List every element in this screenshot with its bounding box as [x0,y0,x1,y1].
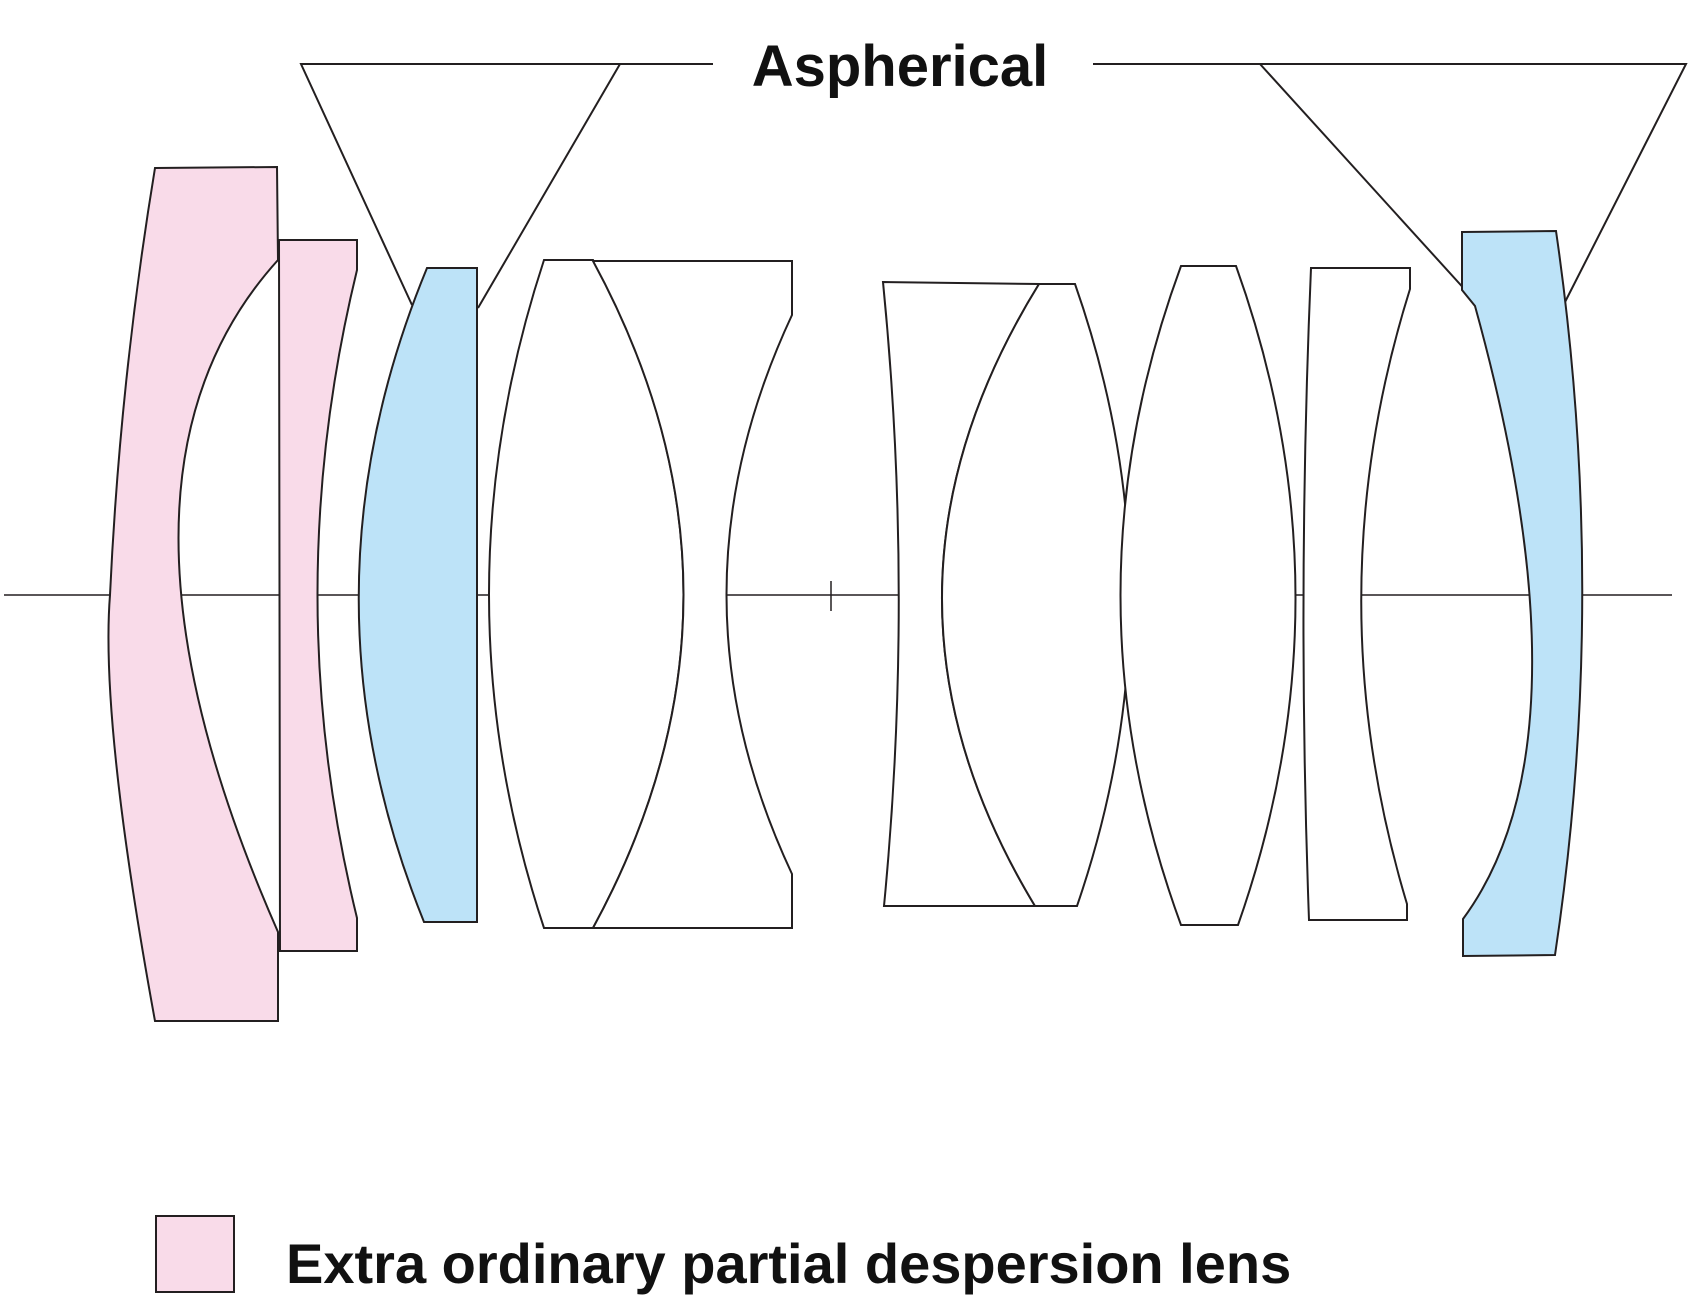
lens-element-3-aspherical [357,267,478,923]
aspherical-callout-right [1093,63,1688,307]
legend-label-ed: Extra ordinary partial despersion lens [286,1232,1291,1295]
legend-swatch-ed [155,1215,235,1293]
aspherical-callout-left-b [477,63,621,309]
lens-element-1-ed [107,165,280,1022]
lens-element-9 [1302,267,1411,921]
aspherical-callout-left [299,63,713,306]
aspherical-label: Aspherical [752,34,1049,99]
lens-element-5 [591,260,793,929]
lens-element-8 [1119,265,1297,926]
lens-element-10-aspherical [1461,229,1584,958]
aspherical-callout-right-b [1259,63,1479,305]
lens-element-2-ed [277,239,358,952]
lens-element-7 [941,283,1131,907]
